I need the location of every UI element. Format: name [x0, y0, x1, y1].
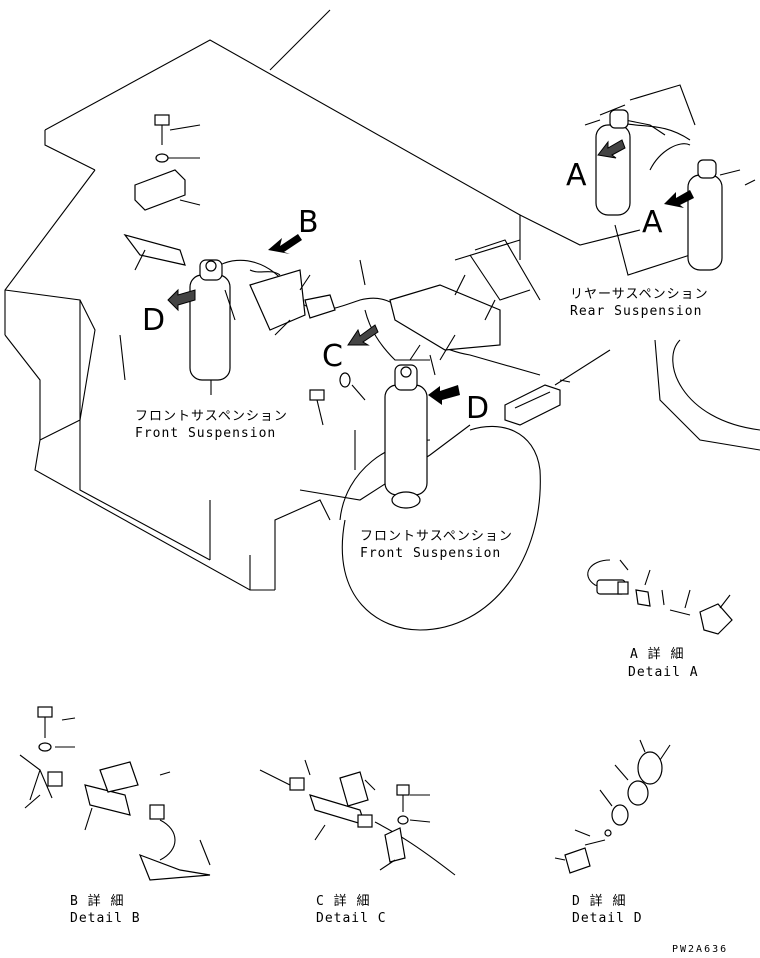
detail-b-drawing [19, 706, 211, 881]
label-rear-suspension-en: Rear Suspension [570, 304, 702, 319]
label-rear-suspension-ja: リヤーサスペンション [570, 287, 709, 302]
label-front-suspension-left-ja: フロントサスペンション [135, 409, 288, 424]
label-detail-b-ja: B 詳 細 [70, 893, 124, 909]
arrow-a-rear-1 [597, 139, 626, 159]
clamp-plates [123, 233, 501, 351]
leader-lines [134, 124, 611, 401]
label-detail-c-en: Detail C [316, 911, 387, 926]
label-detail-a-ja: A 詳 細 [630, 646, 684, 662]
marker-d-left: D [142, 303, 165, 338]
marker-a-rear-2: A [642, 205, 663, 240]
detail-c-drawing [259, 759, 456, 876]
label-detail-d: D 詳 細 Detail D [572, 893, 643, 926]
front-right-shock-absorber [384, 364, 428, 509]
label-front-suspension-left-en: Front Suspension [135, 426, 276, 441]
label-detail-b: B 詳 細 Detail B [70, 893, 141, 926]
marker-c-main: C [322, 339, 343, 374]
arrow-d-right [428, 385, 460, 405]
label-front-suspension-left: フロントサスペンション Front Suspension [135, 409, 288, 441]
drawing-code: PW2A636 [672, 944, 728, 955]
label-rear-suspension: リヤーサスペンション Rear Suspension [570, 287, 709, 319]
chassis-frame [4, 9, 760, 591]
label-front-suspension-right-en: Front Suspension [360, 546, 501, 561]
front-connector-block [504, 384, 561, 426]
detail-a-drawing [587, 559, 733, 635]
arrow-a-rear-2 [664, 190, 694, 208]
top-bolt-assembly [134, 114, 186, 211]
label-detail-c-ja: C 詳 細 [316, 893, 370, 909]
arrow-b-main [268, 234, 302, 254]
detail-d-drawing [554, 739, 671, 874]
bolt-center [309, 372, 351, 426]
label-detail-d-en: Detail D [572, 911, 643, 926]
marker-b-main: B [298, 205, 319, 240]
rear-suspension-view [584, 84, 756, 276]
label-detail-a: A 詳 細 Detail A [628, 646, 699, 680]
label-detail-c: C 詳 細 Detail C [316, 893, 387, 926]
marker-a-rear-1: A [566, 158, 587, 193]
label-detail-b-en: Detail B [70, 911, 141, 926]
marker-d-right: D [466, 391, 489, 426]
front-left-shock-absorber [189, 259, 231, 395]
label-front-suspension-right-ja: フロントサスペンション [360, 529, 513, 544]
arrow-c-main [347, 324, 379, 346]
label-front-suspension-right: フロントサスペンション Front Suspension [360, 529, 513, 561]
arrow-d-left [167, 288, 196, 312]
label-detail-d-ja: D 詳 細 [572, 893, 626, 909]
label-detail-a-en: Detail A [628, 665, 699, 680]
